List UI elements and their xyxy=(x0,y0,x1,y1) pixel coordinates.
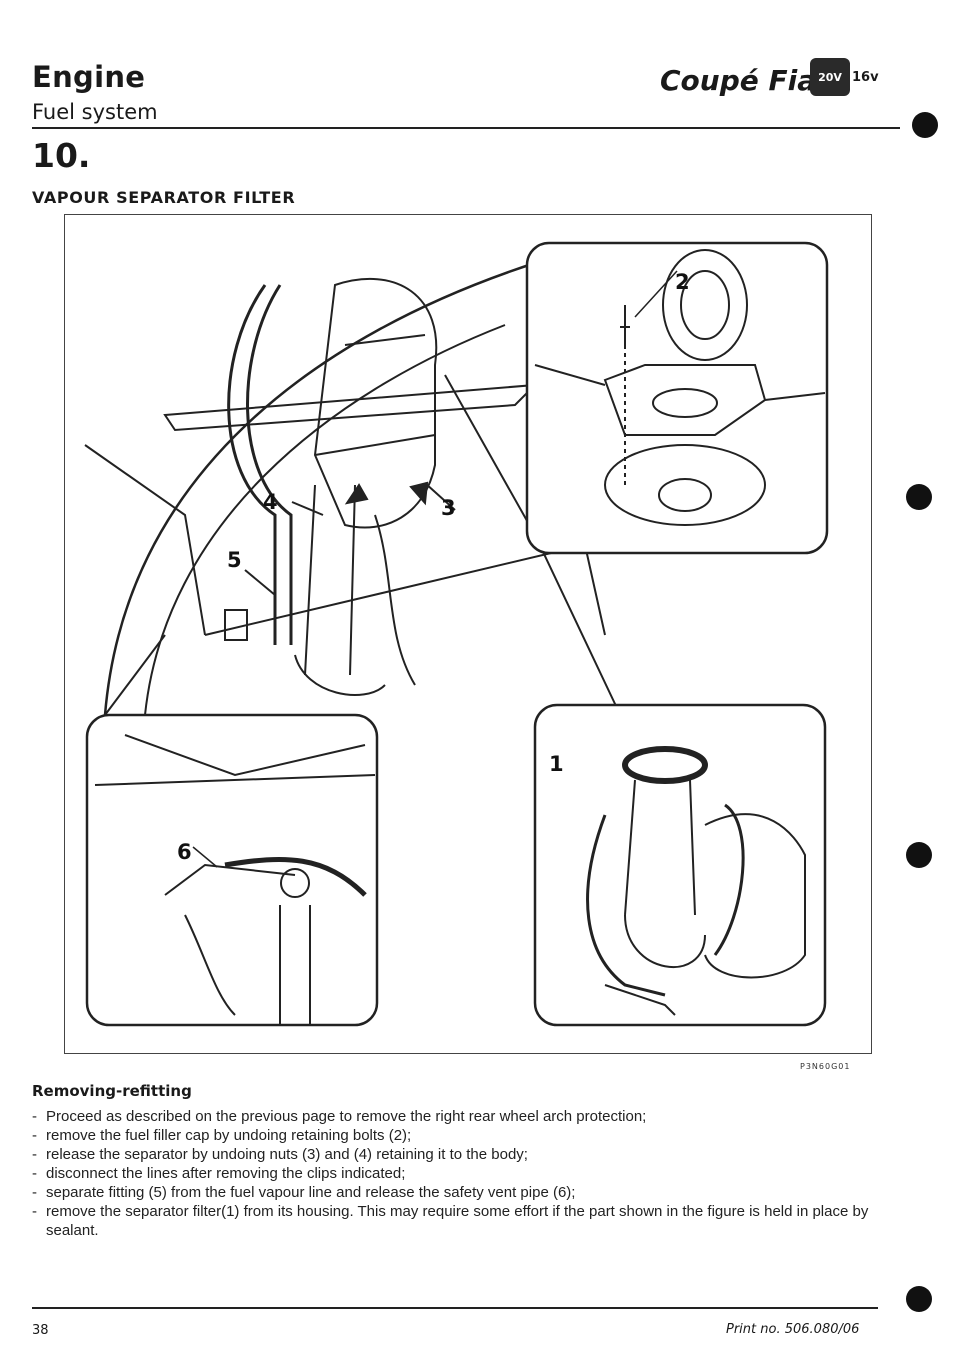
procedure-step: remove the fuel filler cap by undoing re… xyxy=(32,1126,892,1145)
engine-logo: 20V xyxy=(810,58,850,96)
procedure-step: separate fitting (5) from the fuel vapou… xyxy=(32,1183,892,1202)
callout-2: 2 xyxy=(675,270,690,294)
procedure-steps: Proceed as described on the previous pag… xyxy=(32,1107,892,1240)
chapter-title: Engine xyxy=(32,60,146,94)
footer-rule xyxy=(32,1307,878,1309)
subchapter-title: Fuel system xyxy=(32,100,158,124)
brand-name: Coupé Fiat xyxy=(660,64,830,97)
binding-hole-dot xyxy=(906,1286,932,1312)
technical-illustration: 1 2 3 4 5 6 xyxy=(64,214,872,1054)
callout-3: 3 xyxy=(441,496,456,520)
binding-hole-dot xyxy=(912,112,938,138)
page-number: 38 xyxy=(32,1323,49,1338)
procedure-step: release the separator by undoing nuts (3… xyxy=(32,1145,892,1164)
procedure-step: disconnect the lines after removing the … xyxy=(32,1164,892,1183)
section-number: 10. xyxy=(32,136,91,175)
figure-code: P3N60G01 xyxy=(800,1062,851,1071)
variant-label: 16v xyxy=(852,70,879,85)
procedure-title: Removing-refitting xyxy=(32,1082,192,1100)
procedure-step: remove the separator filter(1) from its … xyxy=(32,1202,892,1240)
procedure-step: Proceed as described on the previous pag… xyxy=(32,1107,892,1126)
callout-1: 1 xyxy=(549,752,564,776)
illustration-drawing: 1 2 3 4 5 6 xyxy=(84,241,829,1027)
section-title: VAPOUR SEPARATOR FILTER xyxy=(32,188,296,207)
binding-hole-dot xyxy=(906,842,932,868)
header-rule xyxy=(32,127,900,129)
callout-4: 4 xyxy=(263,490,278,514)
binding-hole-dot xyxy=(906,484,932,510)
print-number: Print no. 506.080/06 xyxy=(726,1322,860,1337)
callout-6: 6 xyxy=(177,840,192,864)
callout-5: 5 xyxy=(227,548,242,572)
